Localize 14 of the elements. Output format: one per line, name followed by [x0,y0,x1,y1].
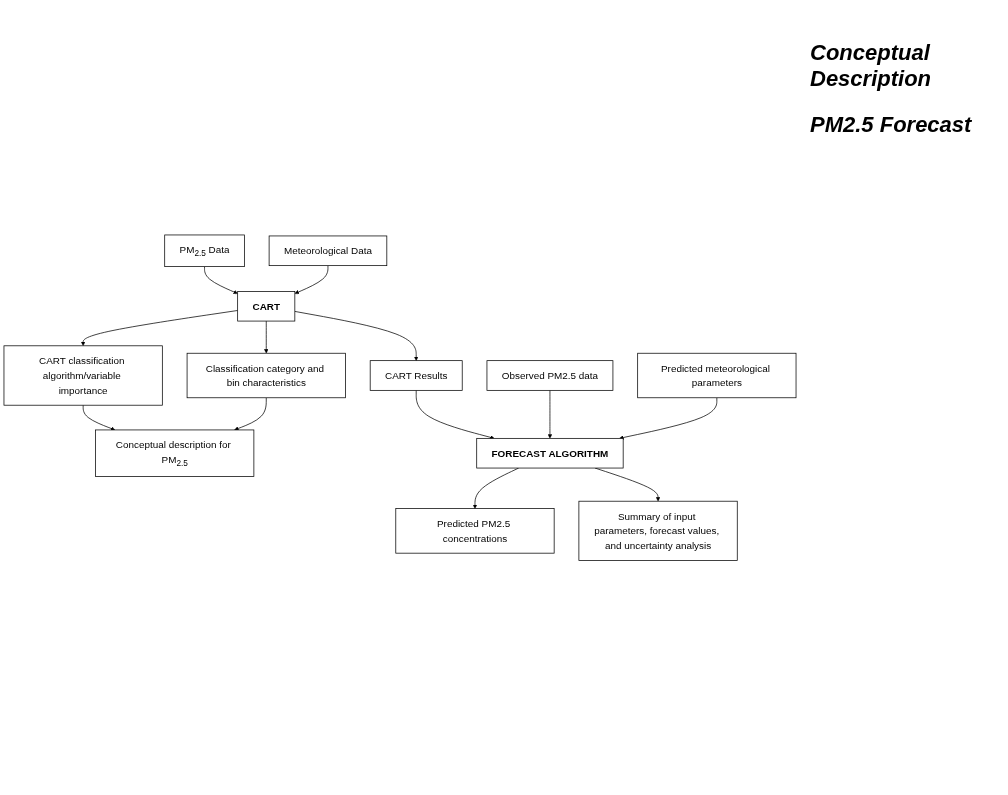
node-box: Predicted meteorological parameters [637,352,797,398]
node-box: Summary of input parameters, forecast values, and uncertainty analysis [578,500,738,561]
section-heading: PM2.5 Forecast [810,112,972,138]
node-box: Predicted PM2.5 concentrations [395,507,555,554]
node-box: Meteorological Data [268,235,388,266]
node-box: CART [237,290,296,322]
node-box: PM$_{2.5}$ Data [164,234,245,267]
node-box: CART Results [369,360,463,391]
node-box: Conceptual description for PM$_{2.5}$ [95,429,255,477]
node-box: CART classification algorithm/variable importance [3,345,163,406]
section-heading: Conceptual Description [810,40,933,92]
node-box: Observed PM2.5 data [486,360,614,391]
node-box: Classification category and bin characteristics [186,352,346,398]
node-box: FORECAST ALGORITHM [476,437,624,469]
